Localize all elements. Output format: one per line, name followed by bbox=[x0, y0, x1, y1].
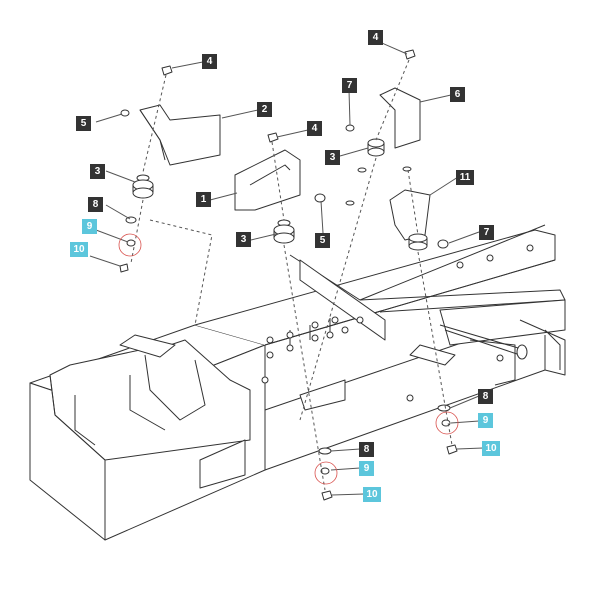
callout-10c: 10 bbox=[363, 487, 381, 502]
bracket-11 bbox=[389, 189, 431, 241]
callout-3b: 3 bbox=[236, 232, 251, 247]
callout-1: 1 bbox=[196, 192, 211, 207]
bracket-1 bbox=[234, 149, 301, 211]
callout-7b: 7 bbox=[479, 225, 494, 240]
callout-8b: 8 bbox=[478, 389, 493, 404]
callout-10a: 10 bbox=[70, 242, 88, 257]
callout-5b: 5 bbox=[315, 233, 330, 248]
rubber-mount-11 bbox=[408, 233, 428, 251]
callout-11: 11 bbox=[456, 170, 474, 185]
rubber-mount-3a bbox=[132, 174, 154, 199]
frame-left-rail bbox=[194, 229, 556, 471]
callout-10b: 10 bbox=[482, 441, 500, 456]
leader-lines bbox=[89, 39, 484, 496]
bracket-6 bbox=[379, 87, 421, 149]
callout-3a: 3 bbox=[90, 164, 105, 179]
callout-2: 2 bbox=[257, 102, 272, 117]
frame-holes bbox=[261, 244, 534, 402]
callout-9b: 9 bbox=[478, 413, 493, 428]
frame-cross-members bbox=[289, 224, 566, 411]
hardware bbox=[119, 49, 458, 501]
frame-front-end bbox=[29, 324, 266, 541]
bracket-2 bbox=[139, 104, 221, 166]
rubber-mount-3b bbox=[273, 219, 295, 244]
assembly-lines bbox=[130, 59, 453, 491]
callout-4c: 4 bbox=[368, 30, 383, 45]
rubber-mount-3c bbox=[367, 138, 385, 157]
callout-7a: 7 bbox=[342, 78, 357, 93]
callout-8c: 8 bbox=[359, 442, 374, 457]
callout-3c: 3 bbox=[325, 150, 340, 165]
highlight-circles bbox=[118, 233, 459, 485]
callout-8a: 8 bbox=[88, 197, 103, 212]
callout-4a: 4 bbox=[202, 54, 217, 69]
callout-9a: 9 bbox=[82, 219, 97, 234]
callout-6: 6 bbox=[450, 87, 465, 102]
callout-4b: 4 bbox=[307, 121, 322, 136]
callout-5a: 5 bbox=[76, 116, 91, 131]
callout-9c: 9 bbox=[359, 461, 374, 476]
